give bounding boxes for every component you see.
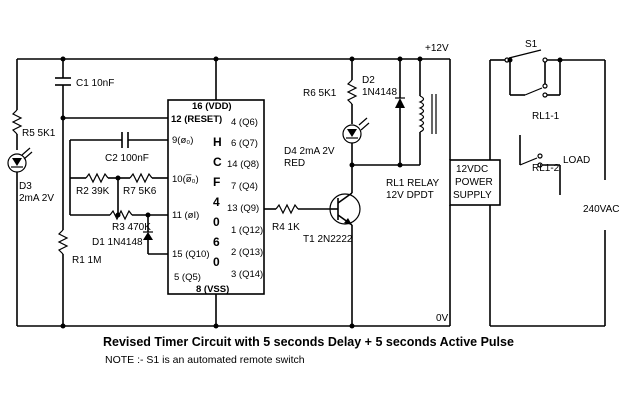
psu-label-line3: SUPPLY xyxy=(453,190,492,201)
r5-resistor xyxy=(11,59,23,150)
pin-1-label: 1 (Q12) xyxy=(231,225,263,236)
t1-label: T1 2N2222 xyxy=(303,234,353,245)
c2-capacitor xyxy=(70,132,168,148)
pin-15-label: 15 (Q10) xyxy=(172,249,210,260)
d4-led-icon xyxy=(342,117,370,165)
positive-rail-label: +12V xyxy=(425,43,449,54)
pin-8-label: 8 (VSS) xyxy=(196,284,229,295)
d3-led-icon xyxy=(7,147,33,326)
pin-2-label: 2 (Q13) xyxy=(231,247,263,258)
ic-letter-2: C xyxy=(213,155,222,169)
pin-6-label: 6 (Q7) xyxy=(231,138,258,149)
power-supply-box xyxy=(449,159,501,206)
d1-label: D1 1N4148 xyxy=(92,237,143,248)
mains-label: 240VAC xyxy=(583,204,620,215)
c1-label: C1 10nF xyxy=(76,78,114,89)
caption-title: Revised Timer Circuit with 5 seconds Del… xyxy=(103,335,514,349)
r6-resistor xyxy=(346,59,358,124)
ground-rail xyxy=(17,205,451,327)
caption-note: NOTE :- S1 is an automated remote switch xyxy=(105,354,305,366)
pin-11-label: 11 (øI) xyxy=(172,210,199,221)
c1-capacitor xyxy=(55,59,71,230)
r3-label: R3 470K xyxy=(112,222,151,233)
d4-label-line1: D4 2mA 2V xyxy=(284,146,335,157)
rl1-coil-icon xyxy=(418,59,437,165)
r1-resistor xyxy=(57,229,69,326)
ic-letter-4: 4 xyxy=(213,195,220,209)
c2-label: C2 100nF xyxy=(105,153,149,164)
r6-label: R6 5K1 xyxy=(303,88,337,99)
r7-resistor xyxy=(118,172,168,184)
d1-diode-icon xyxy=(143,215,168,255)
pin-13-label: 13 (Q9) xyxy=(227,203,259,214)
d3-label-line1: D3 xyxy=(19,181,32,192)
pin-5-label: 5 (Q5) xyxy=(174,272,201,283)
ic-letter-3: F xyxy=(213,175,220,189)
ic-letter-7: 0 xyxy=(213,255,220,269)
ic-letter-1: H xyxy=(213,135,222,149)
pin-3-label: 3 (Q14) xyxy=(231,269,263,280)
r2-label: R2 39K xyxy=(76,186,110,197)
ground-rail-label: 0V xyxy=(436,313,449,324)
rl1-2-contact-icon xyxy=(519,135,561,195)
rl1-1-label: RL1-1 xyxy=(532,111,560,122)
psu-label-line1: 12VDC xyxy=(456,164,488,175)
pin-14-label: 14 (Q8) xyxy=(227,159,259,170)
d2-label-line1: D2 xyxy=(362,75,375,86)
load-label: LOAD xyxy=(563,155,590,166)
r1-label: R1 1M xyxy=(72,255,101,266)
positive-rail xyxy=(17,58,451,160)
r4-resistor xyxy=(264,203,331,215)
rl1-2-label: RL1-2 xyxy=(532,163,560,174)
d2-diode-icon xyxy=(395,59,405,165)
d4-label-line2: RED xyxy=(284,158,305,169)
pin-10-label: 10(ø̅₀) xyxy=(172,174,199,185)
ic-letter-6: 6 xyxy=(213,235,220,249)
r4-label: R4 1K xyxy=(272,222,300,233)
pin-16-label: 16 (VDD) xyxy=(192,101,232,112)
r5-label: R5 5K1 xyxy=(22,128,56,139)
pin-7-label: 7 (Q4) xyxy=(231,181,258,192)
r7-label: R7 5K6 xyxy=(123,186,157,197)
d2-label-line2: 1N4148 xyxy=(362,87,397,98)
rl1-1-contact-icon xyxy=(509,60,561,98)
psu-label-line2: POWER xyxy=(455,177,493,188)
ic-letter-5: 0 xyxy=(213,215,220,229)
d3-label-line2: 2mA 2V xyxy=(19,193,54,204)
pin-4-label: 4 (Q6) xyxy=(231,117,258,128)
pin-9-label: 9(ø₀) xyxy=(172,135,193,146)
r2-resistor xyxy=(70,172,118,184)
s1-label: S1 xyxy=(525,39,538,50)
t1-transistor-icon xyxy=(329,165,361,326)
rl1-label-line1: RL1 RELAY xyxy=(386,178,440,189)
rl1-label-line2: 12V DPDT xyxy=(386,190,434,201)
pin-12-label: 12 (RESET) xyxy=(171,114,222,125)
